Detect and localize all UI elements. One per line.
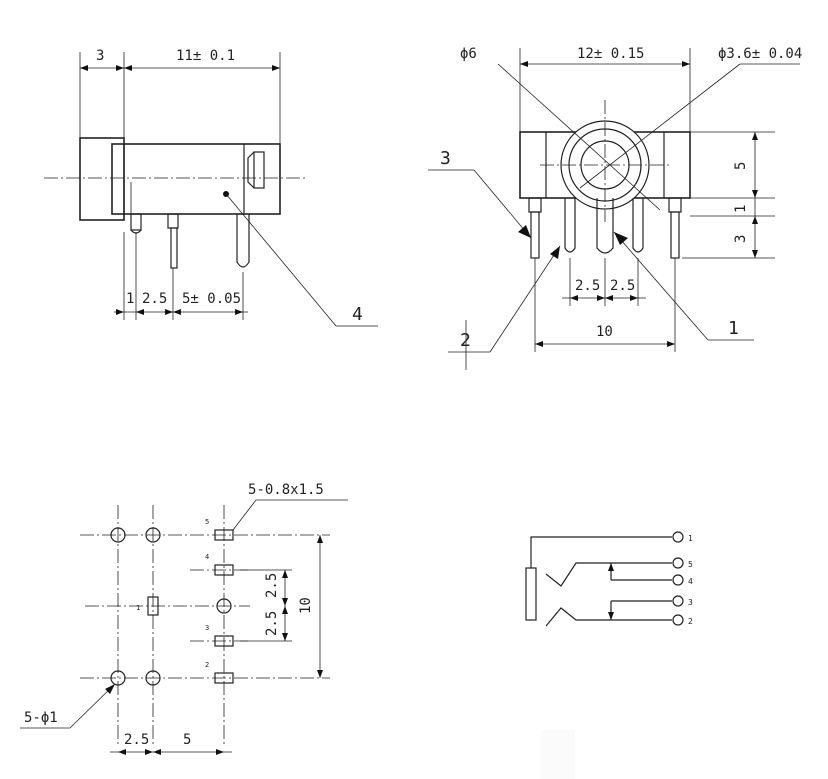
side-dim-pitch-2: 2.5 (142, 291, 167, 307)
footprint-dim-2-5-a: 2.5 (264, 573, 280, 598)
footprint-dim-bottom-a: 2.5 (124, 732, 149, 748)
footprint-hole (216, 598, 232, 614)
schematic-sleeve (525, 567, 537, 621)
schematic-pin-5: 5 (688, 560, 693, 569)
front-dim-h1: 1 (733, 205, 749, 213)
front-callout-2: 2 (460, 330, 471, 351)
footprint-dim-2-5-b: 2.5 (264, 611, 280, 636)
side-pin-c (236, 214, 250, 268)
side-dim-body: 11± 0.1 (176, 48, 235, 64)
side-dim-pitch-3: 5± 0.05 (182, 291, 241, 307)
front-dim-pitch-a: 2.5 (575, 278, 600, 294)
footprint-slot-1 (147, 596, 159, 616)
footprint-hole (110, 670, 126, 686)
front-callout-3: 3 (440, 148, 451, 169)
footprint-hole (145, 670, 161, 686)
front-dim-pitch-b: 2.5 (610, 278, 635, 294)
schematic-pin-3: 3 (688, 598, 693, 607)
side-callout-4: 4 (352, 304, 363, 325)
front-pin-3 (530, 211, 540, 259)
front-pin-1 (596, 198, 614, 254)
schematic-pin-2: 2 (688, 617, 693, 626)
front-pin-5 (670, 211, 680, 259)
front-view: ϕ6 12± 0.15 ϕ3.6± 0.04 5 1 3 3 2 1 (428, 46, 802, 370)
footprint-dim-10: 10 (298, 597, 314, 614)
footprint-hole (145, 527, 161, 543)
front-dia-outer: ϕ6 (460, 46, 477, 62)
footprint-dim-bottom-b: 5 (183, 732, 191, 748)
schematic-pin-4: 4 (688, 577, 693, 586)
side-front-flange (79, 137, 125, 221)
footprint-pad-4: 4 (205, 553, 209, 561)
side-dim-pitch-1: 1 (126, 291, 134, 307)
footprint-slot-5 (214, 529, 234, 541)
footprint-hole-label: 5-ϕ1 (24, 710, 58, 726)
front-dim-h5: 5 (733, 162, 749, 170)
schematic-pin-2-terminal (672, 614, 684, 626)
front-dim-width: 12± 0.15 (577, 46, 644, 62)
front-pin-4 (632, 198, 644, 253)
schematic-pin-5-terminal (672, 557, 684, 569)
front-dim-h3: 3 (733, 235, 749, 243)
footprint-slot-3 (214, 635, 234, 647)
footprint-slot-4 (214, 564, 234, 576)
footprint-pad-5: 5 (205, 518, 209, 526)
schematic-pin-4-terminal (672, 574, 684, 586)
front-dia-inner: ϕ3.6± 0.04 (718, 46, 802, 62)
footprint-slot-label: 5-0.8x1.5 (248, 482, 324, 498)
footprint-view: 5 4 1 3 2 5-0.8x1.5 5-ϕ1 2.5 2.5 10 (20, 482, 348, 755)
footprint-pad-1: 1 (136, 604, 140, 612)
side-dim-front: 3 (96, 48, 104, 64)
footprint-hole (110, 527, 126, 543)
front-outer-ring (560, 120, 650, 210)
footprint-slot-2 (214, 672, 234, 684)
side-pin-b (170, 227, 178, 269)
front-callout-1: 1 (728, 318, 739, 339)
side-body (111, 143, 281, 215)
schematic-pin-1: 1 (688, 534, 693, 543)
front-pin-2 (564, 198, 576, 253)
schematic-pin-1-terminal (672, 531, 684, 543)
schematic-pin-3-terminal (672, 595, 684, 607)
side-view: 3 11± 0.1 1 2.5 5± 0.05 4 (44, 48, 378, 327)
side-latch (253, 151, 265, 189)
side-pin-a (130, 213, 142, 231)
footprint-pad-3: 3 (205, 624, 209, 632)
front-dim-span: 10 (596, 324, 613, 340)
blank-patch (541, 730, 575, 779)
footprint-pad-2: 2 (205, 661, 209, 669)
schematic-symbol: 1 5 4 3 2 (525, 531, 693, 627)
